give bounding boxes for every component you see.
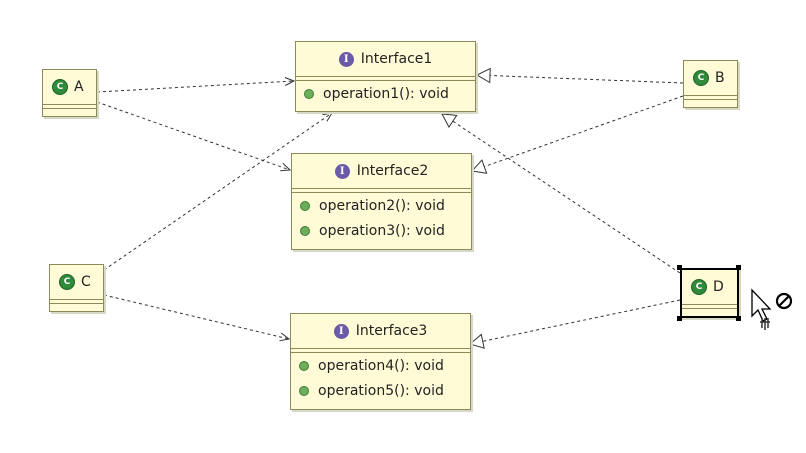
interface1-box[interactable]: I Interface1 operation1(): void [295, 41, 476, 112]
interface2-method-1[interactable]: operation2(): void [292, 193, 471, 218]
class-b-box[interactable]: C B [683, 60, 738, 108]
not-allowed-icon [775, 292, 793, 310]
interface3-separator [291, 348, 470, 353]
class-c-compartments [50, 299, 103, 304]
interface3-method-1[interactable]: operation4(): void [291, 353, 470, 378]
class-a-header: C A [43, 70, 96, 104]
class-c-header: C C [50, 265, 103, 299]
edge-d-interface1[interactable] [441, 113, 681, 274]
public-method-dot-icon [304, 88, 314, 99]
class-a-compartments [43, 104, 96, 109]
public-method-dot-icon [300, 225, 310, 236]
edge-c-interface1[interactable] [103, 113, 332, 271]
selection-handle-bottom-left[interactable] [677, 316, 682, 321]
public-method-dot-icon [299, 360, 309, 371]
interface2-name: Interface2 [356, 163, 429, 179]
interface-i-icon: I [333, 323, 349, 339]
class-b-header: C B [684, 61, 737, 95]
edge-b-interface1[interactable] [475, 67, 684, 84]
class-b-compartments [684, 95, 737, 100]
class-d-box[interactable]: C D [680, 268, 739, 318]
edge-a-interface1[interactable] [96, 81, 294, 93]
interface2-box[interactable]: I Interface2 operation2(): void operatio… [291, 153, 472, 250]
selection-handle-top-left[interactable] [677, 265, 682, 270]
interface1-method-1[interactable]: operation1(): void [296, 81, 475, 106]
class-d-name: D [713, 279, 724, 295]
interface3-method-2[interactable]: operation5(): void [291, 378, 470, 403]
interface3-name: Interface3 [355, 323, 428, 339]
public-method-dot-icon [300, 200, 310, 211]
interface1-header: I Interface1 [296, 42, 475, 76]
edge-b-interface2[interactable] [471, 95, 684, 174]
arrow-cursor-icon [751, 288, 793, 330]
class-c-icon: C [52, 79, 68, 95]
class-d-header: C D [682, 270, 737, 304]
class-c-icon: C [693, 70, 709, 86]
edge-d-interface3[interactable] [468, 299, 681, 349]
interface1-name: Interface1 [360, 51, 433, 67]
interface3-header: I Interface3 [291, 314, 470, 348]
interface2-separator [292, 188, 471, 193]
class-c-box[interactable]: C C [49, 264, 104, 312]
class-c-icon: C [59, 274, 75, 290]
edge-a-interface2[interactable] [96, 101, 290, 170]
interface2-method-2[interactable]: operation3(): void [292, 218, 471, 243]
public-method-dot-icon [299, 385, 309, 396]
selection-handle-bottom-right[interactable] [736, 316, 741, 321]
interface1-separator [296, 76, 475, 81]
class-c-name: C [81, 274, 91, 290]
interface-i-icon: I [334, 163, 350, 179]
class-a-name: A [74, 79, 84, 95]
interface3-box[interactable]: I Interface3 operation4(): void operatio… [290, 313, 471, 410]
interface2-header: I Interface2 [292, 154, 471, 188]
selection-handle-top-right[interactable] [736, 265, 741, 270]
interface-i-icon: I [338, 51, 354, 67]
class-c-icon: C [691, 279, 707, 295]
class-a-box[interactable]: C A [42, 69, 97, 117]
edge-c-interface3[interactable] [103, 294, 289, 339]
class-d-compartments [682, 304, 737, 309]
class-b-name: B [715, 70, 725, 86]
